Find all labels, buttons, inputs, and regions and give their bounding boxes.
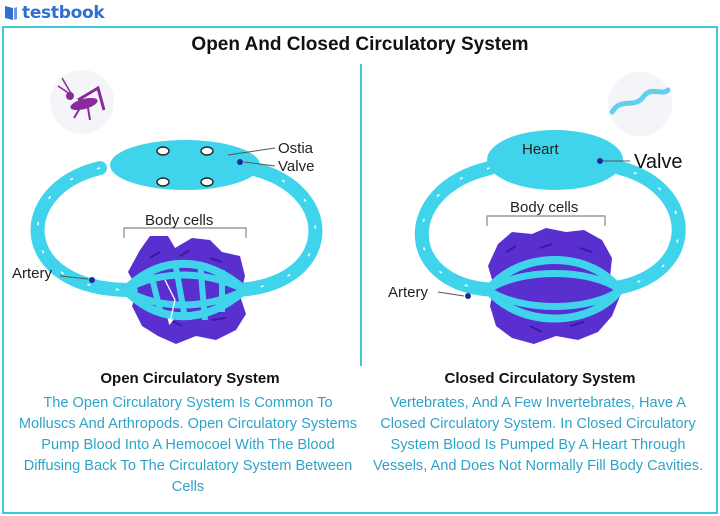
grasshopper-icon bbox=[50, 70, 114, 134]
brand-logo: testbook bbox=[4, 2, 105, 24]
testbook-logo-icon bbox=[5, 6, 17, 20]
closed-body-cells bbox=[484, 228, 624, 344]
open-ostia-label: Ostia bbox=[278, 140, 314, 157]
closed-system-diagram: Heart Valve Body cells Artery bbox=[388, 72, 686, 344]
closed-heart bbox=[487, 130, 623, 190]
closed-heart-label: Heart bbox=[522, 141, 560, 158]
open-body-cells bbox=[122, 236, 248, 344]
open-heart bbox=[110, 140, 260, 190]
open-body-cells-label: Body cells bbox=[145, 212, 213, 229]
open-system-diagram: Ostia Valve Body cells Artery bbox=[12, 70, 323, 344]
open-heading: Open Circulatory System bbox=[100, 370, 280, 387]
diagram-frame bbox=[2, 26, 718, 514]
closed-body-cells-label: Body cells bbox=[510, 199, 578, 216]
open-valve-label: Valve bbox=[278, 158, 314, 175]
closed-artery-label: Artery bbox=[388, 284, 429, 301]
brand-name: testbook bbox=[22, 3, 105, 23]
worm-icon bbox=[608, 72, 672, 136]
page-title: Open And Closed Circulatory System bbox=[191, 34, 529, 55]
closed-description: Vertebrates, And A Few Invertebrates, Ha… bbox=[372, 395, 704, 474]
closed-valve-label: Valve bbox=[634, 151, 683, 173]
open-artery-label: Artery bbox=[12, 265, 53, 282]
open-description: The Open Circulatory System Is Common To… bbox=[18, 395, 358, 495]
closed-heading: Closed Circulatory System bbox=[444, 370, 636, 387]
